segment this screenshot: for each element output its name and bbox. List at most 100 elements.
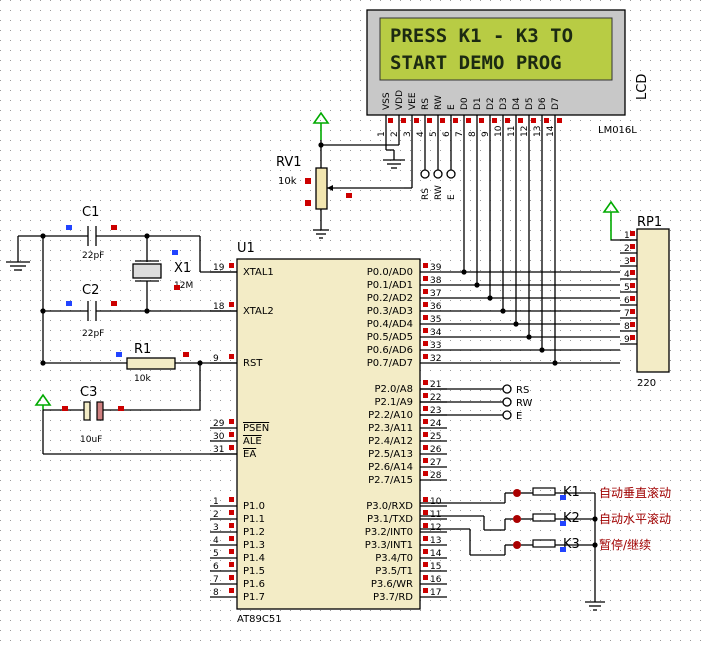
rp1-pin-8[interactable]: 8 xyxy=(620,322,637,332)
lcd-pin-marker xyxy=(388,118,393,123)
rp1-pin-2[interactable]: 2 xyxy=(620,244,637,254)
lcd-pin-d1[interactable]: D18 xyxy=(468,97,484,140)
lcd-pin-e[interactable]: E6 xyxy=(442,104,458,140)
crystal-x1[interactable]: X1 12M xyxy=(132,236,193,311)
lcd-terminal-rw[interactable]: RW xyxy=(433,140,444,200)
mcu-pin-number: 22 xyxy=(430,393,441,403)
mcu-pin-number: 19 xyxy=(213,263,225,273)
lcd-pin-number: 1 xyxy=(377,131,387,137)
lcd-pin-name: D7 xyxy=(551,97,561,110)
mcu-pin-number: 10 xyxy=(430,497,442,507)
rp1-pin-marker xyxy=(630,283,635,288)
mcu-terminal-rs[interactable]: RS xyxy=(502,384,529,396)
lcd-pin-number: 10 xyxy=(494,125,504,137)
mcu-pin-number: 8 xyxy=(213,588,219,598)
rp1-pin-3[interactable]: 3 xyxy=(620,257,637,267)
lcd-terminal-rs[interactable]: RS xyxy=(420,140,431,200)
pushbutton-k1[interactable]: K1 自动垂直滚动 xyxy=(513,485,671,500)
rp1-pin-4[interactable]: 4 xyxy=(620,270,637,280)
k2-function: 自动水平滚动 xyxy=(599,511,671,526)
mcu-pin-marker xyxy=(423,302,428,307)
lcd-module[interactable]: PRESS K1 - K3 TO START DEMO PROG LCD LM0… xyxy=(366,9,650,140)
rp1-pin-6[interactable]: 6 xyxy=(620,296,637,306)
mcu-pin-marker xyxy=(229,575,234,580)
capacitor-c1[interactable]: C1 22pF xyxy=(43,205,147,261)
mcu-pin-number: 21 xyxy=(430,380,441,390)
lcd-pin-name: D6 xyxy=(538,97,548,110)
capacitor-c2[interactable]: C2 22pF xyxy=(43,283,237,339)
lcd-pin-marker xyxy=(401,118,406,123)
lcd-pin-number: 14 xyxy=(546,125,556,137)
lcd-pin-d0[interactable]: D07 xyxy=(455,97,471,140)
lcd-pin-marker xyxy=(518,118,523,123)
mcu-pin-number: 2 xyxy=(213,510,219,520)
mcu-pin-name: P1.1 xyxy=(243,514,265,525)
mcu-pin-name: P0.0/AD0 xyxy=(367,267,413,278)
resistor-r1[interactable]: R1 10k xyxy=(43,342,237,384)
mcu-pin-name: RST xyxy=(243,358,263,369)
k3-function: 暂停/继续 xyxy=(599,537,651,552)
pushbutton-k2[interactable]: K2 自动水平滚动 xyxy=(513,511,671,526)
rv1-potentiometer[interactable]: RV1 10k xyxy=(276,140,404,230)
lcd-pin-d2[interactable]: D29 xyxy=(481,97,497,140)
lcd-pin-rw[interactable]: RW5 xyxy=(429,95,445,140)
mcu-pin-marker xyxy=(423,588,428,593)
rp1-pin-9[interactable]: 9 xyxy=(620,335,637,345)
lcd-pin-rs[interactable]: RS4 xyxy=(416,98,432,140)
mcu-pin-number: 35 xyxy=(430,315,441,325)
pushbutton-k3[interactable]: K3 暂停/继续 xyxy=(513,537,651,552)
lcd-pin-marker xyxy=(505,118,510,123)
mcu-pin-number: 34 xyxy=(430,328,442,338)
lcd-pin-d7[interactable]: D7 14 xyxy=(546,97,562,140)
capacitor-c3[interactable]: C3 10uF xyxy=(43,385,200,445)
lcd-screen xyxy=(379,17,613,81)
rp1-pin-7[interactable]: 7 xyxy=(620,309,637,319)
rp1-pin-number: 7 xyxy=(624,309,630,319)
junction-dot xyxy=(592,516,598,522)
lcd-terminal-e[interactable]: E xyxy=(446,140,457,200)
rp1-pin-5[interactable]: 5 xyxy=(620,283,637,293)
mcu-pin-number: 25 xyxy=(430,432,441,442)
mcu-pin-p1-1[interactable]: 2 P1.1 xyxy=(210,510,265,525)
